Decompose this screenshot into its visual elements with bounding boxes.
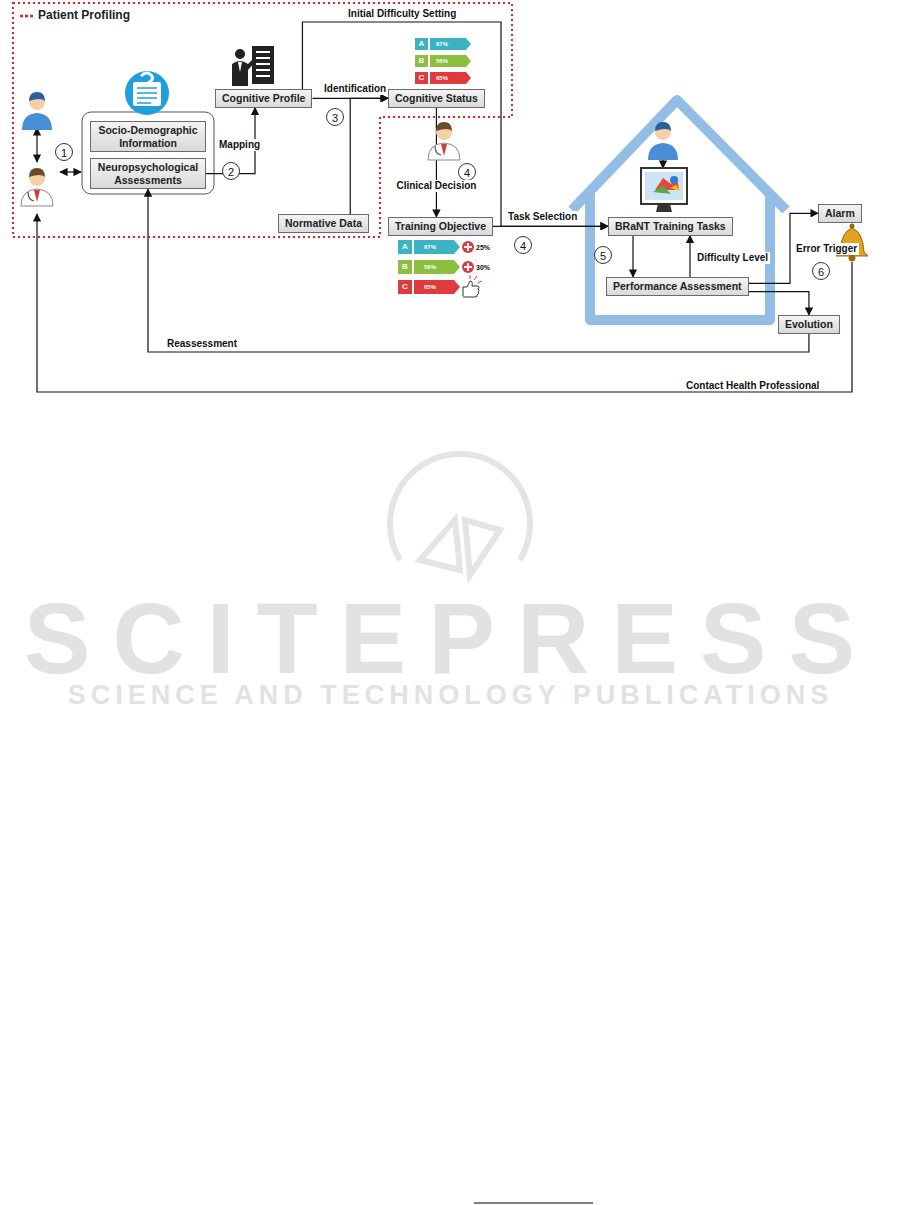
chart-letter: B xyxy=(415,57,428,65)
process-box: Training Objective xyxy=(388,217,493,236)
process-box: Neuropsychological Assessments xyxy=(90,158,206,189)
doctor-questionnaire-arrow xyxy=(60,171,81,172)
callout-number: 4 xyxy=(514,236,532,254)
edge-label: Difficulty Level xyxy=(695,252,770,264)
questionnaire-icon xyxy=(125,71,169,115)
process-box: Cognitive Status xyxy=(388,89,485,108)
house-outline xyxy=(572,100,786,320)
callout-number: 6 xyxy=(812,262,830,280)
chart-letter: B xyxy=(398,263,412,271)
doctor-icon xyxy=(428,122,460,160)
edge-label: Identification xyxy=(322,83,388,95)
presenter-icon xyxy=(232,46,274,86)
callout-number: 5 xyxy=(594,246,612,264)
box-label: Normative Data xyxy=(285,217,362,230)
box-label: Training Objective xyxy=(395,220,486,233)
box-label: Alarm xyxy=(825,207,855,220)
watermark: SCITEPRESS xyxy=(0,588,901,688)
connector-arrow xyxy=(632,236,633,277)
box-label: Performance Assessment xyxy=(613,280,742,293)
gain-value: 25% xyxy=(476,244,490,251)
edge-label: Error Trigger xyxy=(794,243,859,255)
process-box: Performance Assessment xyxy=(606,277,749,296)
callout-number: 2 xyxy=(222,162,240,180)
footnote-rule xyxy=(474,1203,593,1204)
edge-label: Clinical Decision xyxy=(394,180,478,192)
chart-value: 56% xyxy=(424,264,436,270)
edge-label: Reassessment xyxy=(165,338,239,350)
chart-value: 65% xyxy=(436,75,448,81)
patient-icon xyxy=(22,92,52,130)
watermark: SCIENCE AND TECHNOLOGY PUBLICATIONS xyxy=(0,682,901,709)
box-label: BRaNT Training Tasks xyxy=(615,220,726,233)
chart-value: 67% xyxy=(436,41,448,47)
connector-arrow xyxy=(689,236,690,277)
status-chart xyxy=(415,38,471,84)
connector-arrow xyxy=(493,226,608,227)
process-box: Alarm xyxy=(818,204,862,223)
process-box: BRaNT Training Tasks xyxy=(608,217,733,236)
connector-arrow xyxy=(749,292,809,315)
chart-value: 65% xyxy=(424,284,436,290)
process-box: Socio-Demographic Information xyxy=(90,121,206,152)
chart-letter: A xyxy=(415,40,428,48)
callout-number: 4 xyxy=(458,163,476,181)
box-label: Cognitive Status xyxy=(395,92,478,105)
connector-arrow xyxy=(148,189,809,352)
connector-arrow xyxy=(350,98,388,214)
edge-label: Mapping xyxy=(217,139,262,151)
doctor-icon xyxy=(21,168,53,206)
publisher-logo xyxy=(390,454,530,575)
patient-screen-arrow xyxy=(662,160,663,168)
connector-arrow xyxy=(302,22,608,226)
connector-arrow xyxy=(436,108,437,217)
dashed-outline xyxy=(12,2,513,238)
edge-label: Initial Difficulty Setting xyxy=(346,8,458,20)
questionnaire-group xyxy=(82,112,214,194)
line-label: Contact Health Professional xyxy=(684,380,821,391)
box-label: Cognitive Profile xyxy=(222,92,305,105)
profiling-region: Patient ProfilingSocio-Demographic Infor… xyxy=(12,2,513,238)
chart-letter: C xyxy=(398,283,412,291)
chart-value: 56% xyxy=(436,58,448,64)
box-label: Evolution xyxy=(785,318,833,331)
callout-number: 3 xyxy=(326,108,344,126)
chart-letter: C xyxy=(415,74,428,82)
chart-letter: A xyxy=(398,243,412,251)
patient-icon xyxy=(648,122,678,160)
chart-value: 67% xyxy=(424,244,436,250)
box-label: Neuropsychological Assessments xyxy=(97,161,199,186)
edge-label: Task Selection xyxy=(506,211,579,223)
callout-number: 1 xyxy=(55,143,73,161)
region-heading: Patient Profiling xyxy=(38,8,130,22)
box-label: Socio-Demographic Information xyxy=(97,124,199,149)
monitor-icon xyxy=(641,168,687,212)
process-box: Evolution xyxy=(778,315,840,334)
patient-doctor-arrow xyxy=(36,128,37,162)
process-box: Normative Data xyxy=(278,214,369,233)
contact-line xyxy=(37,214,852,392)
process-box: Cognitive Profile xyxy=(215,89,312,108)
objective-chart xyxy=(398,240,482,297)
gain-value: 30% xyxy=(476,264,490,271)
